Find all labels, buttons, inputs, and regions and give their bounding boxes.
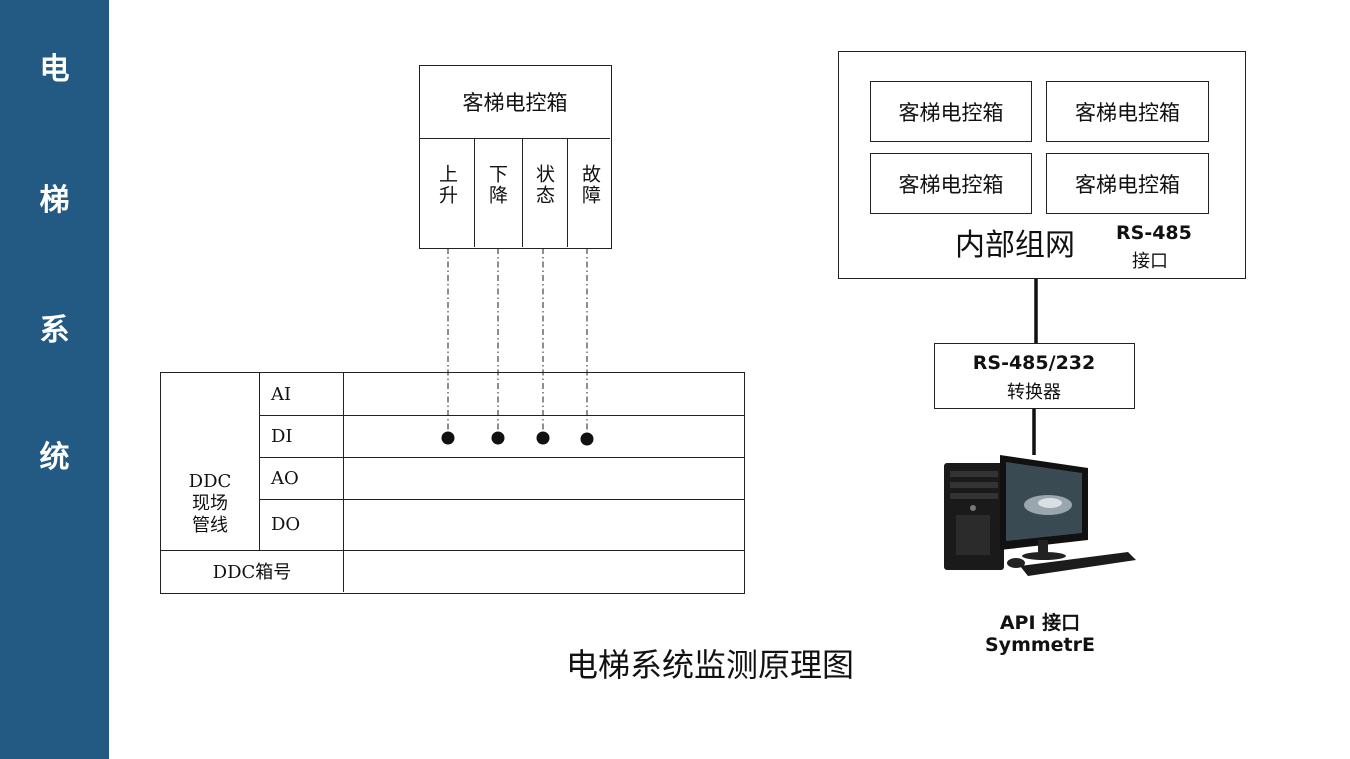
sidebar-title-char: 电: [39, 52, 70, 87]
rs485-232-converter: RS-485/232 转换器: [934, 343, 1135, 409]
signal-label-fault: 故障: [579, 164, 601, 206]
ddc-row-label-do: DO: [271, 514, 301, 535]
network-group-box: 客梯电控箱 客梯电控箱 客梯电控箱 客梯电控箱 内部组网 RS-485 接口: [838, 51, 1246, 279]
controller-box: 客梯电控箱: [1046, 81, 1209, 142]
controller-box: 客梯电控箱: [870, 153, 1032, 214]
diagram-title: 电梯系统监测原理图: [566, 646, 855, 684]
control-box-title: 客梯电控箱: [420, 66, 610, 139]
sidebar: 电 梯 系 统: [0, 0, 109, 759]
controller-box: 客梯电控箱: [870, 81, 1032, 142]
ddc-row-label-ao: AO: [271, 467, 299, 489]
ddc-row-label-di: DI: [271, 425, 293, 447]
computer-caption-api: API 接口: [999, 612, 1081, 634]
ddc-box-number-label: DDC箱号: [212, 562, 292, 583]
di-connection-dot: [580, 432, 594, 446]
signal-label-up: 上升: [436, 164, 458, 206]
signal-label-status: 状态: [533, 164, 555, 206]
sidebar-title-char: 统: [39, 440, 70, 475]
controller-box: 客梯电控箱: [1046, 153, 1209, 214]
sidebar-title-char: 系: [39, 313, 70, 348]
rs485-label: RS-485: [1116, 222, 1192, 244]
converter-model-label: RS-485/232: [972, 352, 1096, 374]
ddc-row-label-ai: AI: [271, 383, 292, 405]
di-connection-dot: [536, 431, 550, 445]
interface-label: 接口: [1132, 251, 1168, 272]
converter-name-label: 转换器: [1007, 382, 1061, 403]
sidebar-title-char: 梯: [39, 183, 70, 218]
computer-caption-software: SymmetrE: [985, 634, 1095, 656]
signal-label-down: 下降: [486, 164, 508, 206]
ddc-table: DDC 现场 管线 AI DI AO DO DDC箱号: [160, 372, 745, 594]
internal-network-label: 内部组网: [955, 228, 1075, 263]
elevator-control-box: 客梯电控箱 上升 下降 状态 故障: [419, 65, 612, 249]
di-connection-dot: [491, 431, 505, 445]
di-connection-dot: [441, 431, 455, 445]
ddc-field-wiring-label: DDC 现场 管线: [188, 470, 232, 536]
